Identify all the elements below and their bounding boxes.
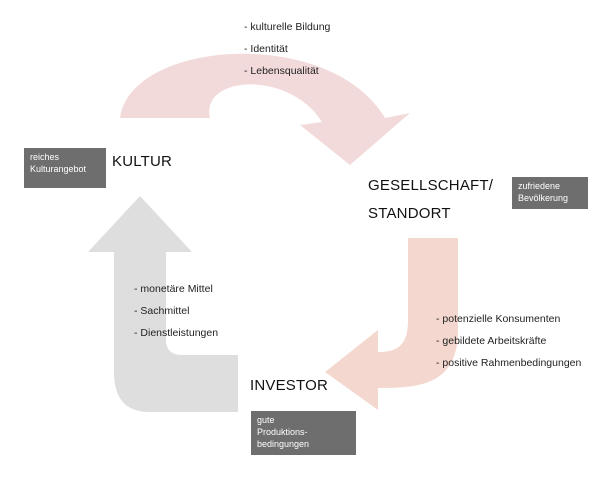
flow-item: - Dienstleistungen (134, 327, 219, 339)
box-gesellschaft-line-1: zufriedene (518, 181, 561, 191)
box-kultur-line-1: reiches (30, 152, 60, 162)
arrow-investor-to-kultur (88, 196, 238, 412)
flow-item: - kulturelle Bildung (244, 21, 331, 33)
box-reiches-kulturangebot: reiches Kulturangebot (24, 148, 106, 188)
flow-item: - gebildete Arbeitskräfte (436, 335, 547, 347)
arrow-gesellschaft-to-investor (325, 238, 458, 410)
node-investor: INVESTOR (250, 372, 328, 400)
arrow-kultur-to-gesellschaft (120, 53, 410, 165)
box-investor-line-2: Produktions- (257, 427, 308, 437)
node-investor-label: INVESTOR (250, 377, 329, 394)
flow-item: - Lebensqualität (244, 65, 319, 77)
flow-item: - Sachmittel (134, 305, 190, 317)
box-gesellschaft-line-2: Bevölkerung (518, 193, 569, 203)
box-gute-produktionsbedingungen: gute Produktions- bedingungen (251, 411, 356, 455)
box-kultur-line-2: Kulturangebot (30, 164, 87, 174)
flow-list-gesellschaft-to-investor: - potenzielle Konsumenten - gebildete Ar… (436, 308, 581, 374)
node-gesellschaft-line-1: GESELLSCHAFT/ (368, 177, 494, 194)
flow-item: - potenzielle Konsumenten (436, 313, 561, 325)
node-gesellschaft-standort: GESELLSCHAFT/ STANDORT (368, 172, 493, 228)
flow-item: - monetäre Mittel (134, 283, 213, 295)
flow-item: - positive Rahmenbedingungen (436, 357, 582, 369)
node-gesellschaft-line-2: STANDORT (368, 205, 451, 222)
node-kultur-label: KULTUR (112, 153, 173, 170)
box-investor-line-3: bedingungen (257, 439, 310, 449)
flow-list-investor-to-kultur: - monetäre Mittel - Sachmittel - Dienstl… (134, 278, 218, 344)
box-zufriedene-bevoelkerung: zufriedene Bevölkerung (512, 177, 588, 209)
node-kultur: KULTUR (112, 148, 172, 176)
flow-list-kultur-to-gesellschaft: - kulturelle Bildung - Identität - Leben… (244, 16, 330, 82)
flow-item: - Identität (244, 43, 288, 55)
box-investor-line-1: gute (257, 415, 275, 425)
